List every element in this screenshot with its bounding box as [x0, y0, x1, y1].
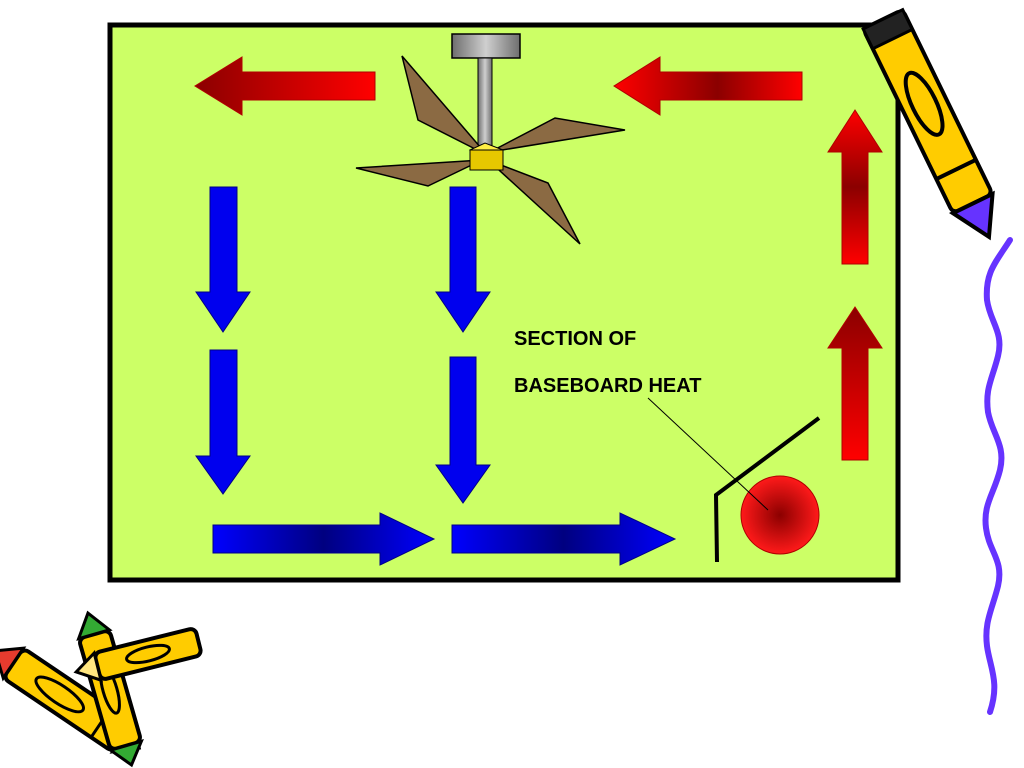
- cool-air-arrow-down-4: [435, 356, 491, 504]
- cool-air-arrow-down-1: [195, 186, 251, 333]
- cool-air-arrow-down-2: [195, 349, 251, 495]
- annotation-line-1: SECTION OF: [514, 328, 636, 350]
- annotation-line-2: BASEBOARD HEAT: [514, 375, 701, 397]
- warm-air-arrow-left-2: [613, 56, 803, 116]
- cool-air-arrow-right-2: [451, 512, 677, 566]
- squiggle-line-icon: [982, 237, 1013, 715]
- annotation-leader-line: [647, 397, 769, 511]
- ceiling-fan-icon: [355, 33, 626, 245]
- baseboard-heater-icon: [713, 416, 821, 563]
- crayon-icon: [73, 627, 203, 683]
- crayon-icon: [861, 7, 995, 241]
- warm-air-arrow-left-1: [194, 56, 376, 116]
- cool-air-arrow-down-3: [435, 186, 491, 333]
- warm-air-arrow-up-2: [827, 306, 883, 461]
- cool-air-arrow-right-1: [212, 512, 436, 566]
- warm-air-arrow-up-1: [827, 109, 883, 265]
